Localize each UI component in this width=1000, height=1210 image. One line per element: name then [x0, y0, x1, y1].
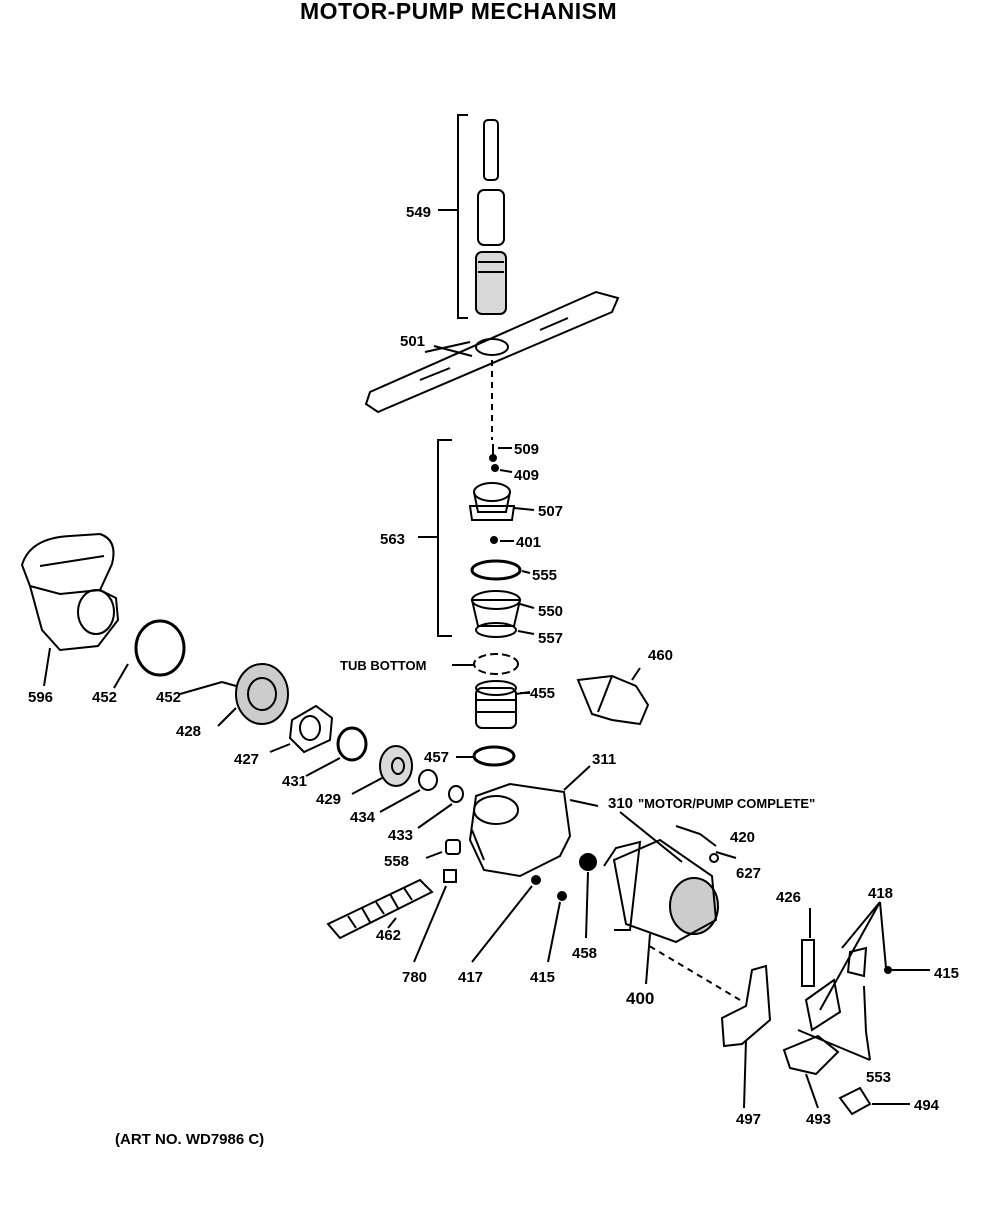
part-549-spray-tube: [438, 114, 507, 319]
art-number: (ART NO. WD7986 C): [115, 1131, 265, 1148]
part-455-sleeve: [475, 680, 531, 729]
label-497: 497: [736, 1111, 761, 1128]
label-motor-pump-complete: "MOTOR/PUMP COMPLETE": [638, 796, 815, 811]
part-311-pump-body: [468, 765, 597, 901]
label-428: 428: [176, 723, 201, 740]
label-563: 563: [380, 531, 405, 548]
label-455: 455: [530, 685, 555, 702]
part-596-housing: [20, 532, 120, 687]
part-550-cup: [470, 590, 535, 638]
part-462-chopper: [326, 878, 434, 940]
label-780: 780: [402, 969, 427, 986]
label-418: 418: [868, 885, 893, 902]
label-452-b: 452: [156, 689, 181, 706]
label-415-b: 415: [934, 965, 959, 982]
label-509: 509: [514, 441, 539, 458]
label-431: 431: [282, 773, 307, 790]
label-310: 310: [608, 795, 633, 812]
label-427: 427: [234, 751, 259, 768]
label-426: 426: [776, 889, 801, 906]
label-462: 462: [376, 927, 401, 944]
label-417: 417: [458, 969, 483, 986]
label-tub-bottom: TUB BOTTOM: [340, 658, 426, 673]
part-428-impeller: [217, 663, 289, 727]
part-501-spray-arm: [364, 290, 620, 440]
page-title: MOTOR-PUMP MECHANISM: [300, 0, 618, 24]
label-553: 553: [866, 1069, 891, 1086]
label-311: 311: [592, 751, 616, 768]
label-401: 401: [516, 534, 541, 551]
label-501: 501: [400, 333, 425, 350]
label-558: 558: [384, 853, 409, 870]
label-493: 493: [806, 1111, 831, 1128]
label-596: 596: [28, 689, 53, 706]
label-415-a: 415: [530, 969, 555, 986]
label-420: 420: [730, 829, 755, 846]
bracket-563: [437, 439, 452, 637]
label-550: 550: [538, 603, 563, 620]
label-458: 458: [572, 945, 597, 962]
label-434: 434: [350, 809, 376, 826]
label-507: 507: [538, 503, 563, 520]
label-555: 555: [532, 567, 557, 584]
label-457: 457: [424, 749, 449, 766]
part-460-cover: [576, 674, 650, 726]
label-400: 400: [626, 989, 654, 1008]
label-557: 557: [538, 630, 563, 647]
label-627: 627: [736, 865, 761, 882]
part-497-bracket: [720, 964, 772, 1109]
label-429: 429: [316, 791, 341, 808]
label-452-a: 452: [92, 689, 117, 706]
label-549: 549: [406, 204, 431, 221]
label-433: 433: [388, 827, 413, 844]
label-409: 409: [514, 467, 539, 484]
label-494: 494: [914, 1097, 940, 1114]
part-507-hub: [468, 482, 535, 521]
part-400-motor: [603, 838, 719, 985]
label-460: 460: [648, 647, 673, 664]
